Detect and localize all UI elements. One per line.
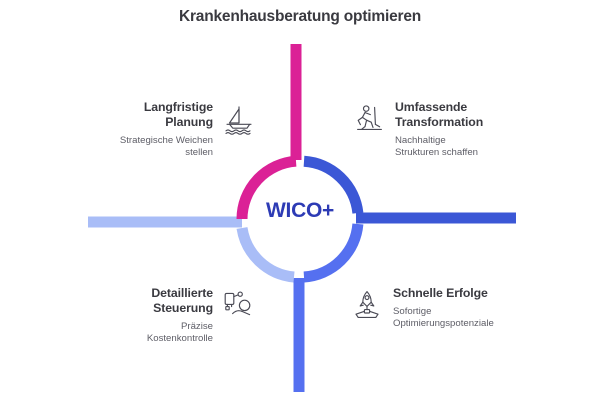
quadrant-bottom-right-subtitle: Sofortige Optimierungspotenziale bbox=[393, 306, 494, 329]
quadrant-bottom-left-heading: Detaillierte Steuerung bbox=[151, 286, 213, 315]
quadrant-top-left-subtitle: Strategische Weichen stellen bbox=[119, 135, 213, 158]
quadrant-bottom-right: Schnelle Erfolge Sofortige Optimierungsp… bbox=[350, 286, 525, 330]
quadrant-top-right-heading: Umfassende Transformation bbox=[395, 100, 484, 129]
quadrant-top-left-heading: Langfristige Planung bbox=[143, 100, 213, 129]
arc-bottom-left bbox=[236, 226, 295, 283]
arc-bottom-right bbox=[303, 223, 364, 283]
quadrant-top-left: Langfristige Planung Strategische Weiche… bbox=[100, 100, 256, 159]
quadrant-top-left-text: Langfristige Planung Strategische Weiche… bbox=[120, 100, 213, 159]
quadrant-bottom-left-subtitle: Präzise Kostenkontrolle bbox=[146, 321, 213, 344]
quadrant-bottom-right-text: Schnelle Erfolge Sofortige Optimierungsp… bbox=[393, 286, 494, 330]
arc-top-left bbox=[236, 155, 297, 220]
sailboat-icon bbox=[222, 102, 256, 136]
quadrant-top-right-subtitle: Nachhaltige Strukturen schaffen bbox=[395, 135, 479, 158]
page-title: Krankenhausberatung optimieren bbox=[178, 8, 422, 25]
rocket-icon bbox=[350, 288, 384, 322]
center-brand-label: WICO+ bbox=[266, 199, 334, 222]
quadrant-bottom-left: Detaillierte Steuerung Präzise Kostenkon… bbox=[114, 286, 256, 345]
projector-person-icon bbox=[222, 288, 256, 322]
quadrant-bottom-right-heading: Schnelle Erfolge bbox=[393, 286, 488, 300]
quadrant-bottom-left-text: Detaillierte Steuerung Präzise Kostenkon… bbox=[147, 286, 213, 345]
hiker-icon bbox=[352, 102, 386, 136]
quadrant-top-right: Umfassende Transformation Nachhaltige St… bbox=[352, 100, 522, 159]
quadrant-top-right-text: Umfassende Transformation Nachhaltige St… bbox=[395, 100, 483, 159]
arc-top-right bbox=[303, 155, 364, 214]
